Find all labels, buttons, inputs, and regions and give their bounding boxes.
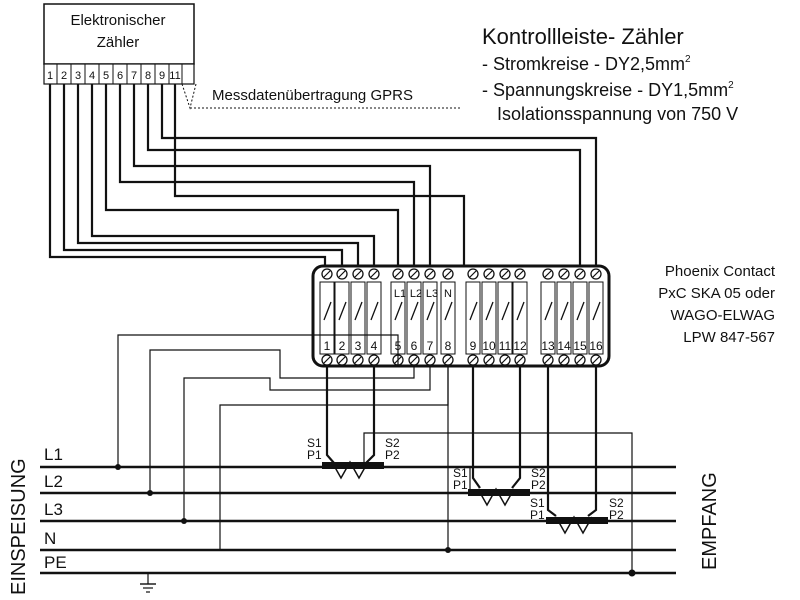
terminal-position: 13	[540, 268, 556, 366]
terminal-position: 16	[588, 268, 604, 366]
meter-terminal-number: 11	[169, 70, 180, 82]
meter-terminal-number: 9	[159, 70, 165, 82]
terminal-number: 2	[339, 339, 346, 353]
meter-terminal-number: 8	[145, 70, 151, 82]
terminal-number: 4	[371, 339, 378, 353]
terminal-position: 9	[465, 268, 481, 366]
svg-text:P1: P1	[307, 448, 322, 462]
terminal-number: 10	[482, 339, 496, 353]
terminal-position: 7	[422, 268, 438, 366]
svg-text:P1: P1	[453, 478, 468, 492]
terminal-position: 2	[334, 268, 350, 366]
phase-label-l2: L2	[410, 288, 422, 300]
einspeisung-label: EINSPEISUNG	[8, 458, 30, 595]
terminal-block-label: Phoenix Contact PxC SKA 05 oder WAGO-ELW…	[658, 263, 776, 346]
terminal-number: 8	[445, 339, 452, 353]
ct-wiring	[325, 366, 633, 573]
terminal-number: 11	[499, 339, 512, 353]
terminal-position: 6	[406, 268, 422, 366]
busbar-label-pe: PE	[44, 553, 67, 572]
busbar-label-n: N	[44, 529, 56, 548]
phase-label-l1: L1	[394, 288, 406, 300]
svg-text:P1: P1	[530, 508, 545, 522]
block-label-line1: Phoenix Contact	[665, 263, 776, 280]
busbar-label-l2: L2	[44, 472, 63, 491]
block-label-line2: PxC SKA 05 oder	[658, 285, 775, 302]
terminal-position: 11	[497, 268, 513, 366]
terminal-position: 4	[366, 268, 382, 366]
empfang-label: EMPFANG	[699, 472, 721, 570]
svg-text:S2: S2	[609, 496, 624, 510]
terminal-number: 12	[513, 339, 527, 353]
svg-text:S2: S2	[385, 436, 400, 450]
terminal-position: 8	[440, 268, 456, 366]
ct-l1: S1 P1 S2 P2	[307, 436, 400, 480]
gprs-link: Messdatenübertragung GPRS	[181, 83, 460, 110]
svg-text:P2: P2	[609, 508, 624, 522]
meter-terminal-number: 4	[89, 70, 95, 82]
terminal-number: 13	[541, 339, 555, 353]
ground-icon	[140, 573, 156, 593]
terminal-number: 7	[427, 339, 434, 353]
title-heading: Kontrollleiste- Zähler	[482, 24, 684, 49]
terminal-position: 12	[512, 268, 528, 366]
terminal-number: 15	[573, 339, 587, 353]
terminal-position: 15	[572, 268, 588, 366]
terminal-number: 9	[470, 339, 477, 353]
meter-to-block-wiring	[48, 84, 598, 270]
block-label-line4: LPW 847-567	[683, 329, 775, 346]
terminal-position: 14	[556, 268, 572, 366]
meter-title-line2: Zähler	[97, 34, 140, 51]
svg-text:P2: P2	[385, 448, 400, 462]
meter-terminal-number: 1	[47, 70, 53, 82]
terminal-position: 3	[350, 268, 366, 366]
terminal-position: 10	[481, 268, 497, 366]
svg-text:S1: S1	[530, 496, 545, 510]
title-line1: - Stromkreise - DY2,5mm2	[482, 54, 691, 74]
phase-label-l3: L3	[426, 288, 438, 300]
meter-terminal-number: 6	[117, 70, 123, 82]
gprs-label: Messdatenübertragung GPRS	[212, 87, 413, 104]
terminal-number: 1	[324, 339, 331, 353]
svg-text:S1: S1	[453, 466, 468, 480]
meter-title-line1: Elektronischer	[70, 12, 165, 29]
terminal-number: 16	[589, 339, 603, 353]
terminal-number: 6	[411, 339, 418, 353]
junction-dots	[115, 464, 636, 577]
busbars: L1 L2 L3 N PE	[40, 445, 676, 575]
svg-text:S2: S2	[531, 466, 546, 480]
svg-text:S1: S1	[307, 436, 322, 450]
title-block: Kontrollleiste- Zähler - Stromkreise - D…	[482, 24, 738, 124]
terminal-number: 3	[355, 339, 362, 353]
ct-l3: S1 P1 S2 P2	[530, 496, 624, 535]
meter-terminal-number: 5	[103, 70, 109, 82]
phase-label-n: N	[444, 288, 452, 300]
terminal-number: 14	[557, 339, 571, 353]
busbar-label-l1: L1	[44, 445, 63, 464]
terminal-position: 1	[319, 268, 335, 366]
busbar-label-l3: L3	[44, 500, 63, 519]
svg-text:P2: P2	[531, 478, 546, 492]
title-line3: Isolationsspannung von 750 V	[497, 104, 738, 124]
meter-terminal-number: 3	[75, 70, 81, 82]
meter-terminal-number: 2	[61, 70, 67, 82]
voltage-tap-wiring	[117, 334, 449, 550]
meter-terminal-number: 7	[131, 70, 137, 82]
title-line2: - Spannungskreise - DY1,5mm2	[482, 80, 734, 100]
block-label-line3: WAGO-ELWAG	[671, 307, 775, 324]
